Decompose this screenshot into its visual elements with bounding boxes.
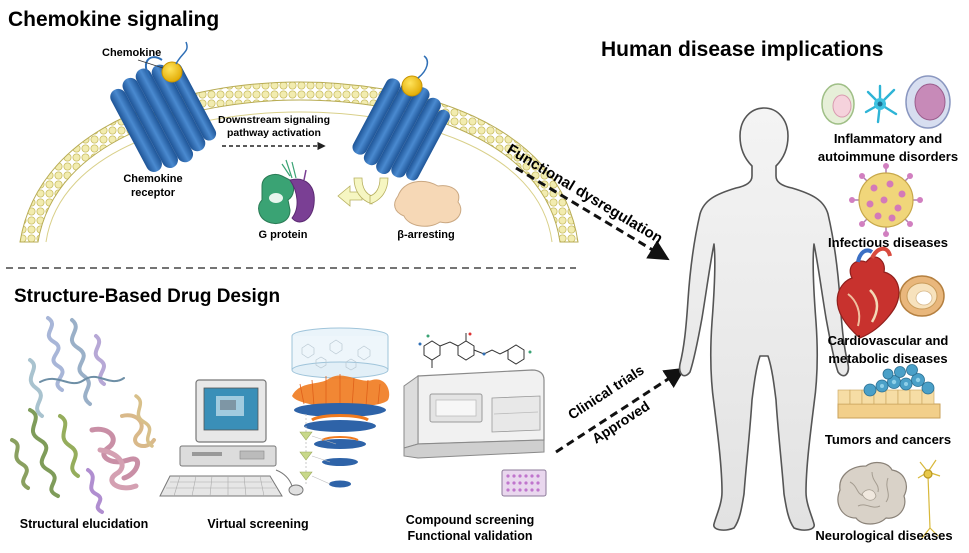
disease-5-label: Neurological diseases bbox=[815, 528, 952, 543]
disease-1-line1: Inflammatory and bbox=[834, 131, 942, 146]
functional-dysregulation-arrow bbox=[515, 166, 670, 261]
chemical-structure-icon bbox=[418, 332, 532, 368]
sbdd-title: Structure-Based Drug Design bbox=[14, 286, 280, 307]
disease-2-label: Infectious diseases bbox=[828, 235, 948, 250]
disease-title: Human disease implications bbox=[601, 38, 883, 61]
chemokine-receptor-right bbox=[352, 78, 450, 181]
tumor-tissue-icon bbox=[837, 364, 941, 419]
well-plate-icon bbox=[501, 469, 547, 497]
plate-reader-icon bbox=[403, 369, 545, 459]
g-protein-label: G protein bbox=[259, 229, 308, 241]
computer-icon bbox=[159, 379, 304, 497]
downstream-label-line2: pathway activation bbox=[227, 127, 321, 139]
chemokine-ligand-right bbox=[401, 75, 423, 97]
chemokine-tail-left bbox=[175, 41, 188, 65]
immune-cells-icon bbox=[821, 75, 951, 129]
virtual-screening-label: Virtual screening bbox=[207, 517, 308, 531]
chemokine-label: Chemokine bbox=[102, 47, 161, 59]
virus-icon bbox=[849, 163, 923, 237]
chemokine-pointer bbox=[137, 59, 164, 69]
compound-library-icon bbox=[291, 327, 389, 379]
functional-validation-label: Functional validation bbox=[407, 529, 532, 543]
disease-4-label: Tumors and cancers bbox=[825, 432, 951, 447]
beta-arrestin-icon bbox=[394, 180, 462, 227]
chemokine-tail-right bbox=[417, 55, 429, 79]
functional-dysregulation-label: Functional dysregulation bbox=[504, 141, 666, 247]
screening-funnel-icon bbox=[292, 374, 390, 488]
chemokine-ligand-left bbox=[161, 61, 183, 83]
disease-3-line2: metabolic diseases bbox=[828, 351, 947, 366]
beta-arrestin-label: β-arresting bbox=[397, 229, 454, 241]
neuron-icon bbox=[917, 459, 941, 539]
g-protein-icon bbox=[258, 159, 315, 224]
competition-arrows bbox=[337, 177, 389, 207]
heart-icon bbox=[836, 246, 900, 339]
receptor-label-line1: Chemokine bbox=[123, 173, 182, 185]
compound-screening-label: Compound screening bbox=[406, 513, 534, 527]
chemokine-receptor-left bbox=[110, 56, 217, 172]
structural-elucidation-label: Structural elucidation bbox=[20, 517, 149, 531]
artery-icon bbox=[899, 275, 945, 317]
brain-icon bbox=[837, 461, 907, 525]
disease-1-line2: autoimmune disorders bbox=[818, 149, 958, 164]
downstream-label-line1: Downstream signaling bbox=[218, 114, 330, 126]
chemokine-signaling-title: Chemokine signaling bbox=[8, 8, 219, 31]
disease-3-line1: Cardiovascular and bbox=[828, 333, 949, 348]
human-body-icon bbox=[678, 107, 850, 531]
protein-structure-icon bbox=[10, 316, 156, 514]
receptor-label-line2: receptor bbox=[131, 187, 176, 199]
